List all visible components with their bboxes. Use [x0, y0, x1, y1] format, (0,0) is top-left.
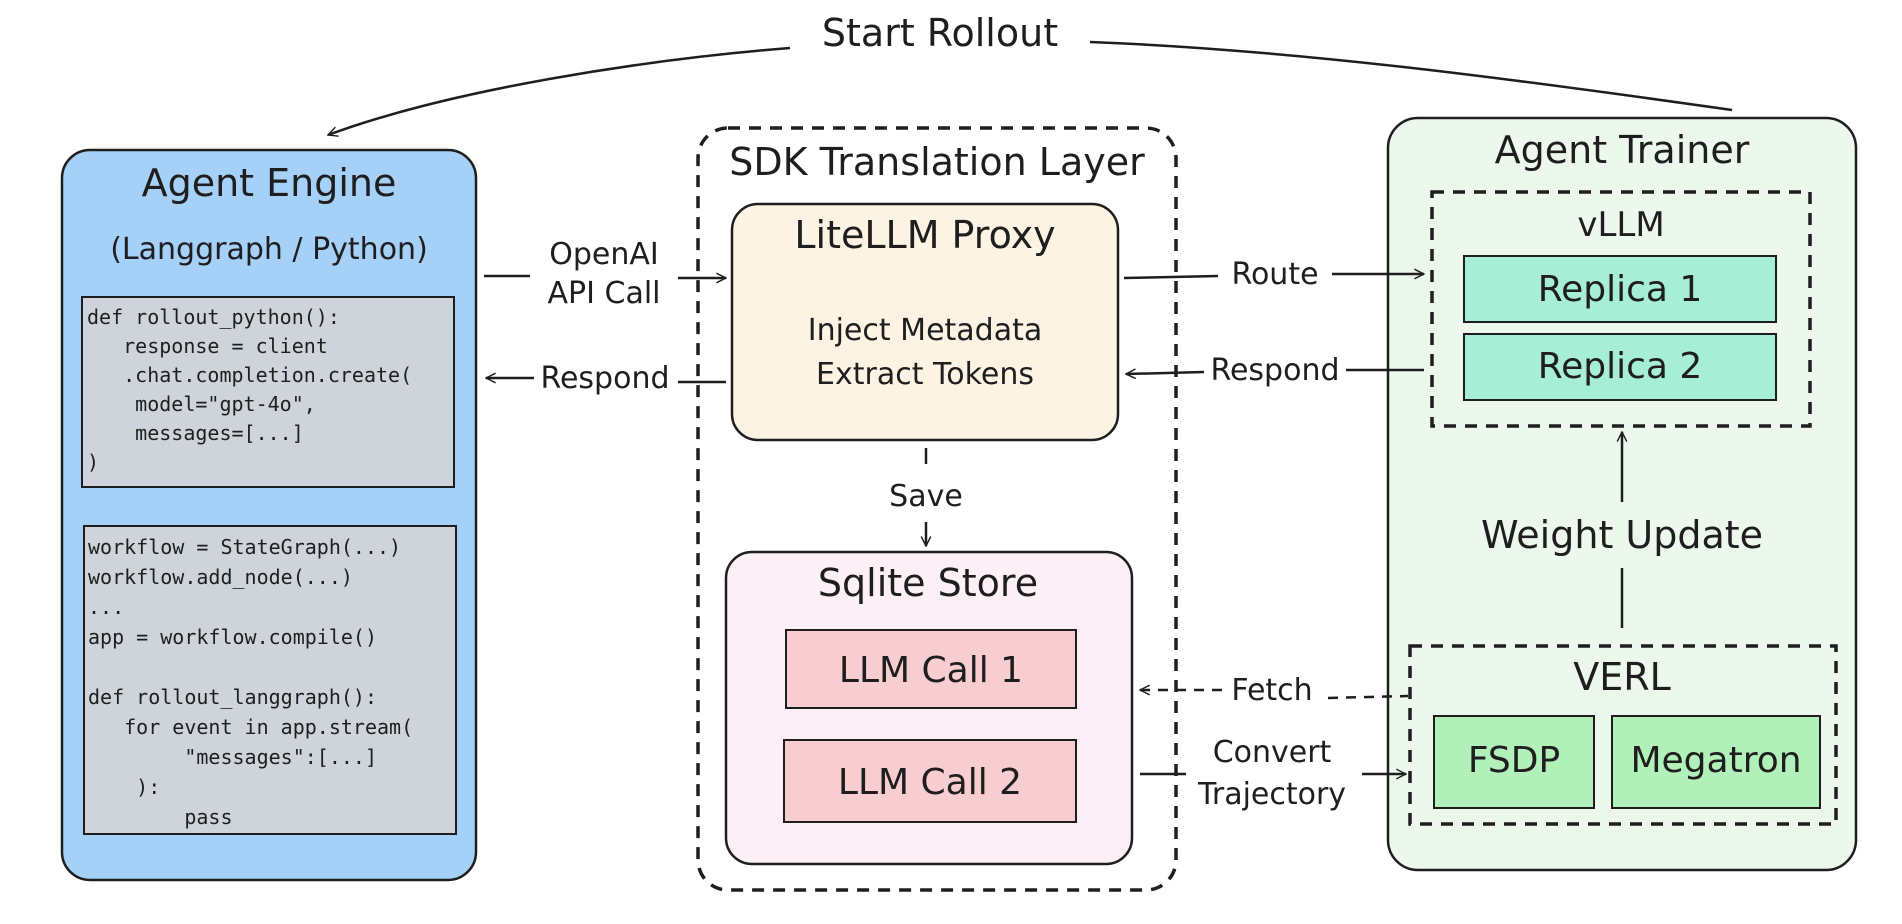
code-line: def rollout_python():: [87, 305, 340, 329]
vllm-title: vLLM: [1577, 205, 1664, 245]
code-line: def rollout_langgraph():: [88, 685, 377, 709]
replica-2-label: Replica 2: [1538, 346, 1703, 387]
litellm-proxy-title: LiteLLM Proxy: [794, 213, 1055, 257]
verl-group: [1408, 644, 1838, 826]
respond-right-edge-end: [1126, 372, 1205, 374]
code-line: app = workflow.compile(): [88, 625, 377, 649]
langgraph-code-lines: workflow = StateGraph(...) workflow.add_n…: [88, 535, 413, 829]
code-line: model="gpt-4o",: [87, 392, 316, 416]
weight-update-label: Weight Update: [1481, 513, 1763, 557]
save-label: Save: [889, 479, 963, 514]
start-rollout-edge-left: [328, 46, 791, 135]
code-line: messages=[...]: [87, 421, 304, 445]
agent-engine-panel: Agent Engine (Langgraph / Python) def ro…: [60, 148, 478, 882]
code-line: ...: [88, 595, 124, 619]
agent-engine-subtitle: (Langgraph / Python): [110, 232, 428, 267]
convert-label-line1: Convert: [1213, 735, 1332, 770]
vllm-group: [1430, 190, 1812, 428]
code-line: "messages":[...]: [88, 745, 377, 769]
code-line: workflow.add_node(...): [88, 565, 353, 589]
replica-1-label: Replica 1: [1538, 269, 1703, 310]
python-code-block: [81, 296, 455, 488]
code-line: ): [87, 450, 99, 474]
start-rollout-edge-right: [1089, 40, 1733, 112]
sqlite-store-title: Sqlite Store: [818, 561, 1038, 605]
fsdp-label: FSDP: [1468, 740, 1560, 781]
openai-label-line2: API Call: [548, 276, 661, 311]
respond-right-label: Respond: [1210, 353, 1339, 388]
langgraph-code-block: [83, 525, 457, 835]
fsdp-box: [1433, 715, 1595, 809]
replica-1-box: [1463, 255, 1777, 323]
litellm-inject-metadata: Inject Metadata: [808, 313, 1043, 348]
agent-trainer-title: Agent Trainer: [1495, 128, 1750, 172]
llm-call-2-box: [783, 739, 1077, 823]
respond-left-label: Respond: [540, 361, 669, 396]
sdk-layer-title: SDK Translation Layer: [729, 140, 1145, 184]
llm-call-1-label: LLM Call 1: [839, 650, 1023, 691]
llm-call-1-box: [785, 629, 1077, 709]
agent-trainer-panel: Agent Trainer vLLM Replica 1 Replica 2 W…: [1386, 116, 1858, 872]
megatron-box: [1611, 715, 1821, 809]
megatron-label: Megatron: [1630, 740, 1801, 781]
route-label: Route: [1231, 257, 1318, 292]
litellm-proxy-box: [730, 202, 1120, 442]
code-line: workflow = StateGraph(...): [88, 535, 401, 559]
openai-label-line1: OpenAI: [549, 237, 659, 272]
llm-call-2-label: LLM Call 2: [838, 762, 1022, 803]
fetch-label: Fetch: [1231, 673, 1312, 708]
fetch-edge-start: [1327, 694, 1409, 700]
agent-engine-title: Agent Engine: [142, 161, 397, 205]
route-edge-start: [1123, 274, 1219, 280]
code-line: ):: [88, 775, 160, 799]
litellm-extract-tokens: Extract Tokens: [816, 357, 1034, 392]
verl-title: VERL: [1573, 655, 1671, 699]
python-code-lines: def rollout_python(): response = client …: [87, 305, 412, 474]
replica-2-box: [1463, 333, 1777, 401]
code-line: response = client: [87, 334, 328, 358]
code-line: for event in app.stream(: [88, 715, 413, 739]
sdk-translation-layer: SDK Translation Layer LiteLLM Proxy Inje…: [696, 126, 1178, 892]
convert-label-line2: Trajectory: [1197, 777, 1346, 812]
code-line: pass: [88, 805, 233, 829]
code-line: .chat.completion.create(: [87, 363, 412, 387]
start-rollout-label: Start Rollout: [822, 11, 1058, 55]
